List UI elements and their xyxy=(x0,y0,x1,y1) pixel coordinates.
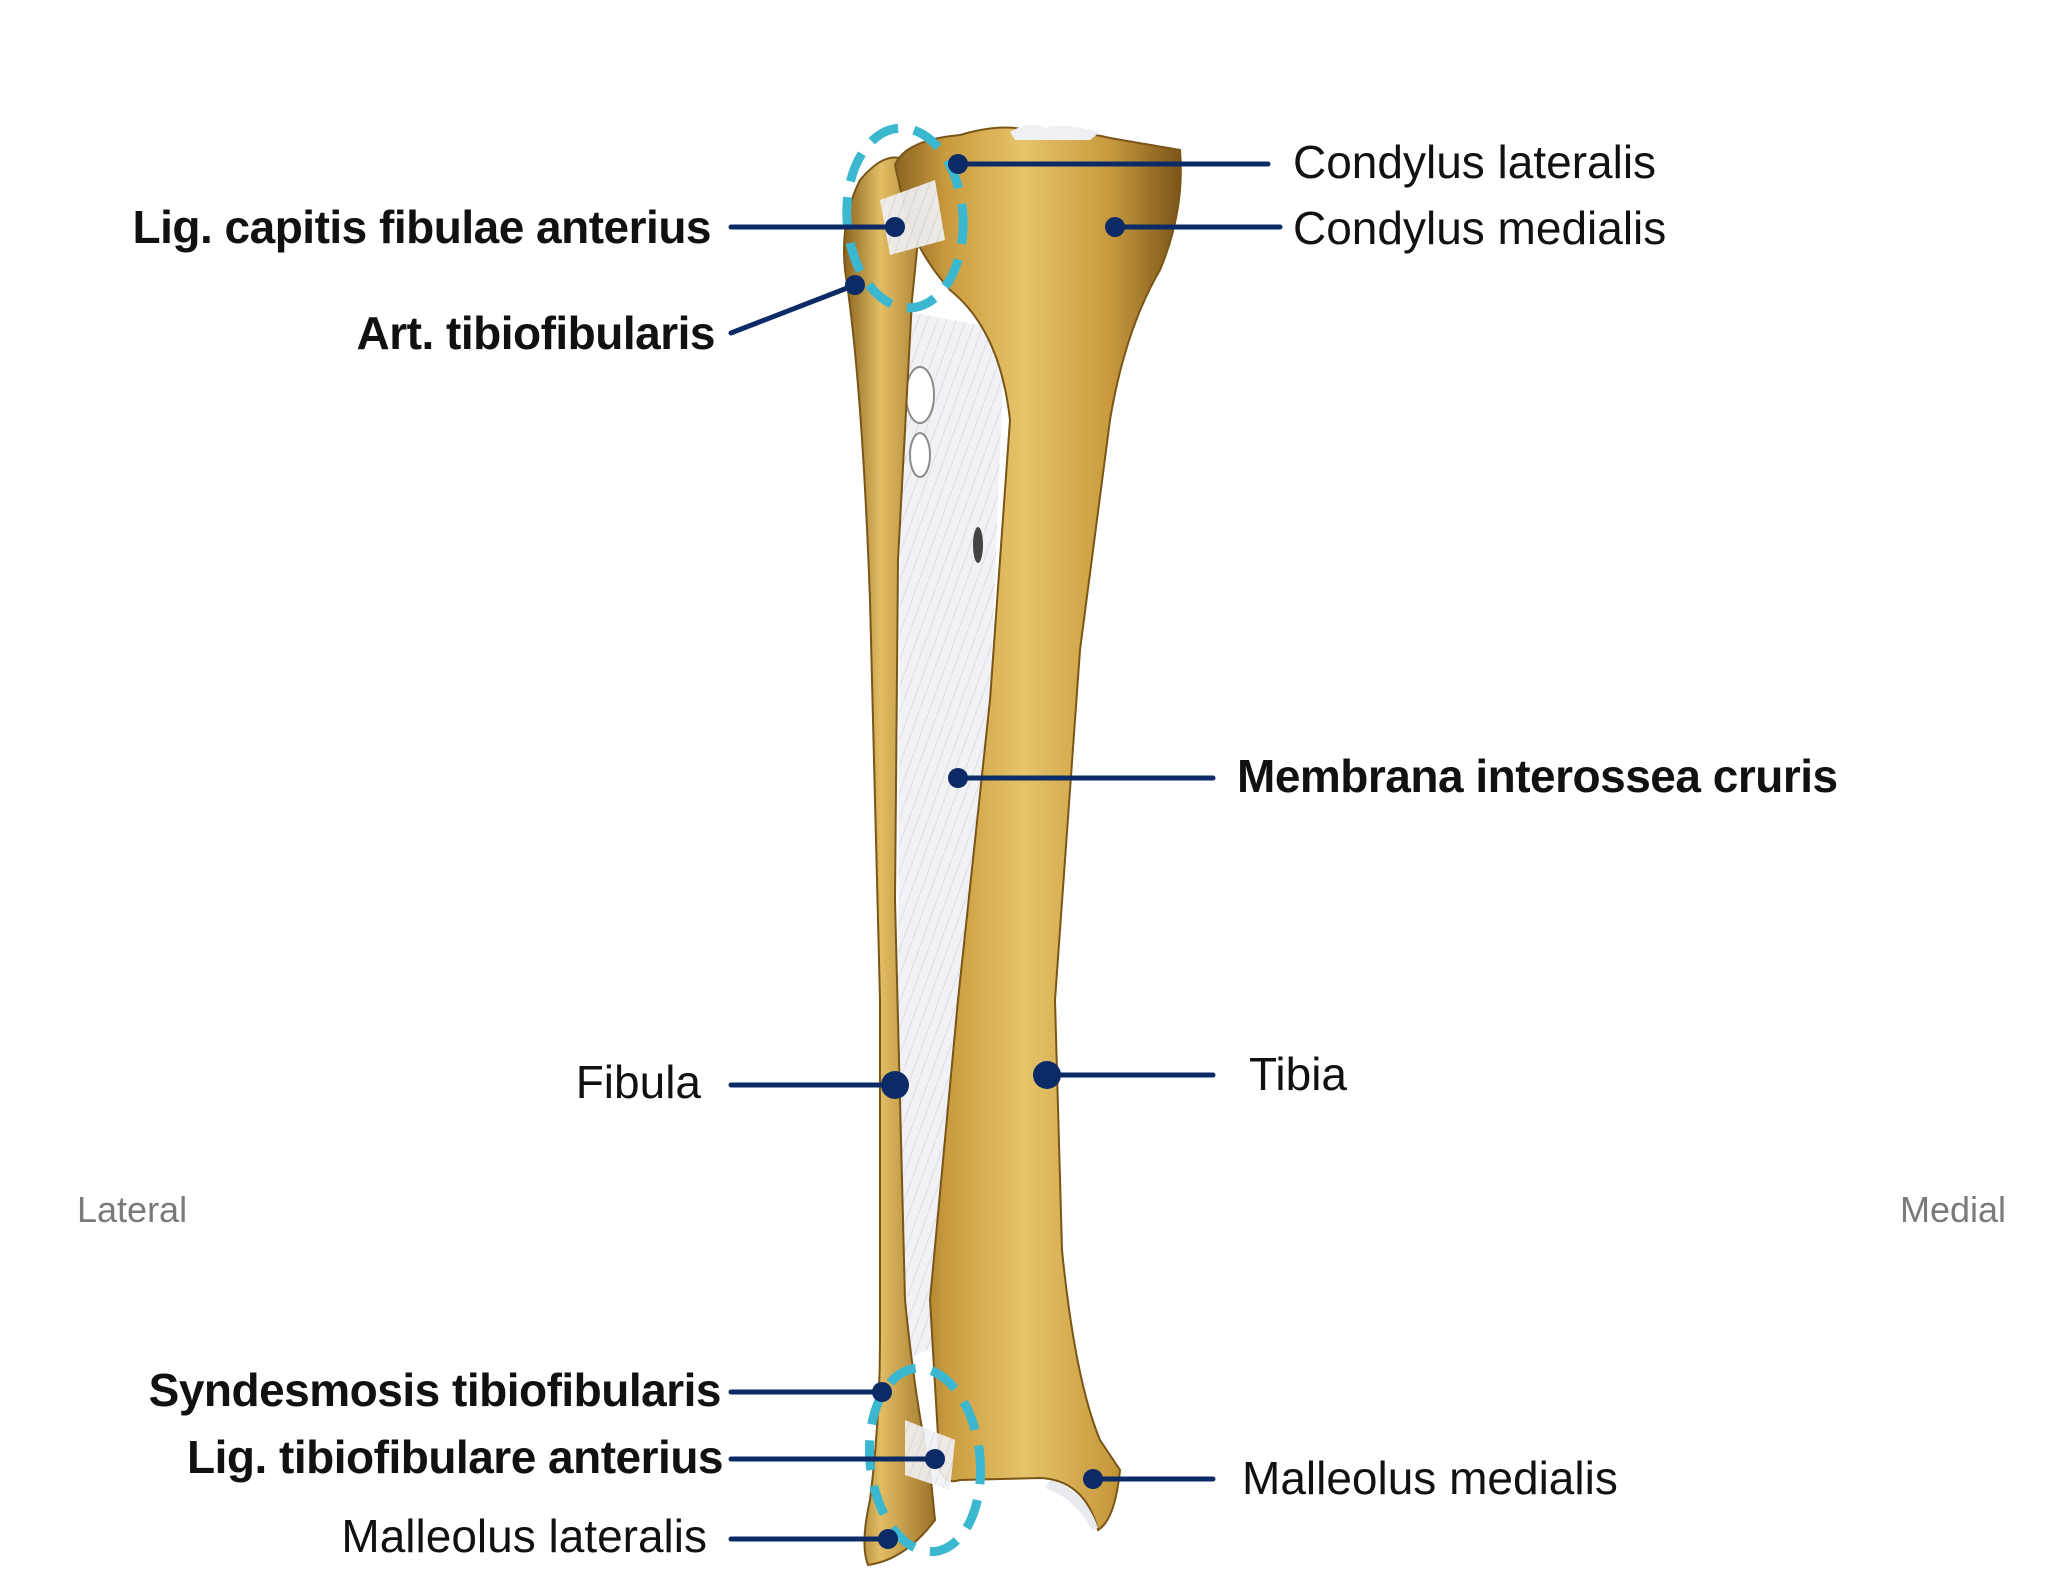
label-malleolus-lateralis: Malleolus lateralis xyxy=(341,1510,707,1562)
label-lig-tibiofibulare-anterius: Lig. tibiofibulare anterius xyxy=(187,1431,723,1483)
orientation-lateral: Lateral xyxy=(77,1189,188,1230)
label-condylus-medialis: Condylus medialis xyxy=(1293,202,1667,254)
orientation-medial: Medial xyxy=(1900,1189,2007,1230)
label-condylus-lateralis: Condylus lateralis xyxy=(1293,136,1657,188)
label-art-tibiofibularis: Art. tibiofibularis xyxy=(356,307,716,359)
distal-joint-highlight xyxy=(864,1363,986,1557)
leader-art-tibiofibularis xyxy=(728,282,858,336)
label-tibia: Tibia xyxy=(1249,1048,1347,1100)
label-lig-capitis-fibulae-anterius: Lig. capitis fibulae anterius xyxy=(132,201,711,253)
proximal-joint-highlight xyxy=(842,123,968,313)
membrana-interossea-shape xyxy=(898,310,1005,1360)
label-malleolus-medialis: Malleolus medialis xyxy=(1242,1452,1618,1504)
label-syndesmosis-tibiofibularis: Syndesmosis tibiofibularis xyxy=(148,1364,722,1416)
label-membrana-interossea-cruris: Membrana interossea cruris xyxy=(1237,750,1838,802)
label-fibula: Fibula xyxy=(575,1056,701,1108)
